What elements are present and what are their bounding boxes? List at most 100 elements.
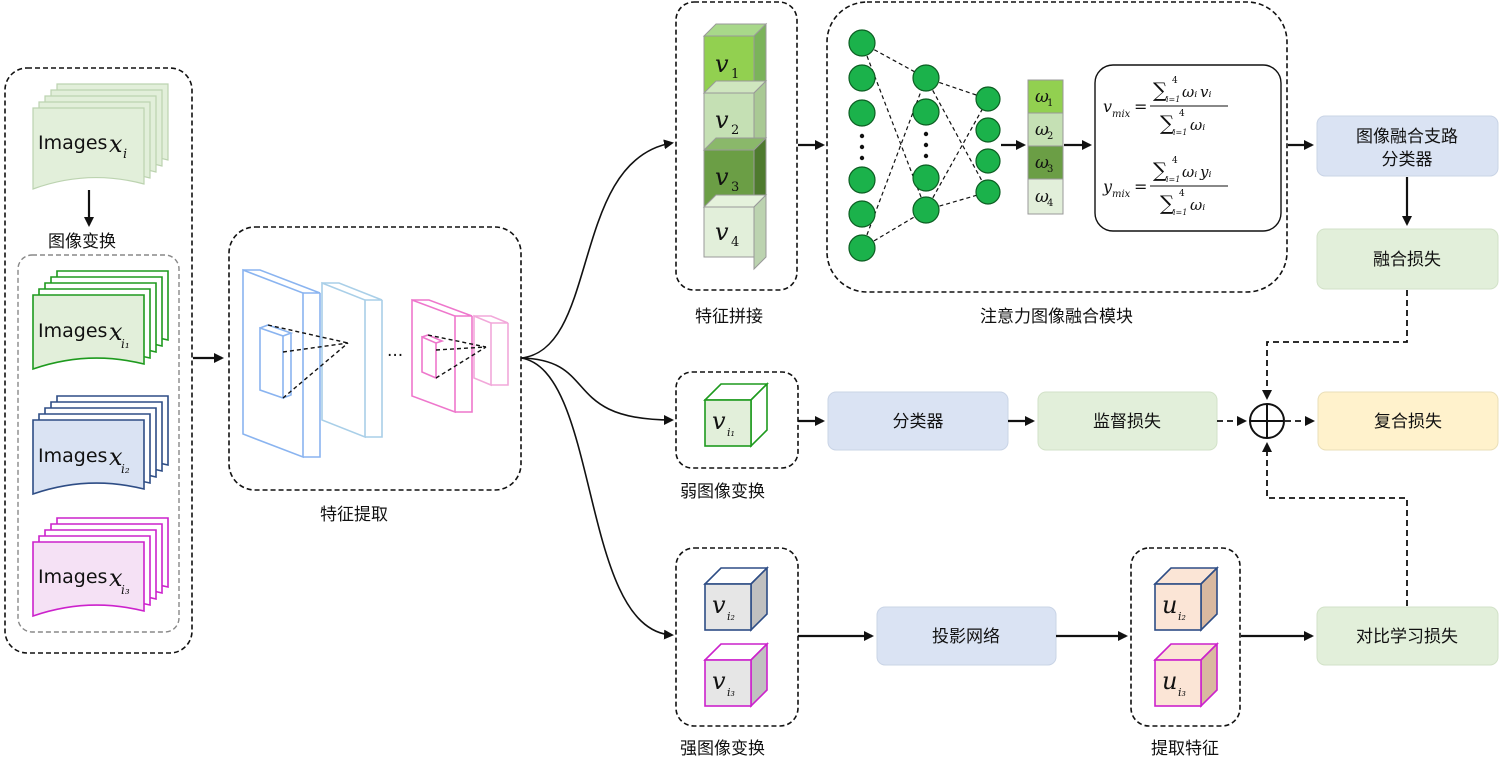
v2-sub: 2 [731, 123, 739, 138]
svg-text:v: v [1103, 97, 1112, 116]
feature-extract-panel [228, 226, 522, 491]
branch-curves [520, 139, 674, 640]
fusion-classifier-box [1316, 115, 1499, 177]
strong-feature-cube-2 [703, 566, 769, 632]
v1-sub: 1 [731, 67, 739, 82]
v-i3-symbol: v [712, 667, 726, 695]
v4-symbol: v [715, 218, 729, 246]
svg-text:4: 4 [1172, 76, 1178, 86]
images-var-3: x [109, 564, 123, 592]
u-i2-symbol: u [1162, 591, 1177, 619]
images-sub-2: i₂ [121, 462, 130, 476]
fusion-loss-box [1316, 228, 1499, 290]
svg-text:i=1: i=1 [1173, 208, 1187, 217]
u-i3-symbol: u [1162, 667, 1177, 695]
u-i2-sub: i₂ [1178, 610, 1186, 623]
image-stack-2: Images x i₂ [32, 395, 169, 496]
images-word-2: Images [38, 445, 107, 467]
svg-text:∑: ∑ [1160, 111, 1175, 135]
images-sub-1: i₁ [121, 337, 130, 351]
svg-text:mix: mix [1112, 189, 1131, 200]
svg-text:ωᵢ: ωᵢ [1182, 83, 1197, 101]
strong-feature-cube-3 [703, 642, 769, 708]
images-var: x [109, 130, 123, 158]
label-weak-transform: 弱图像变换 [680, 482, 765, 502]
supervised-loss-text: 监督损失 [1093, 412, 1161, 432]
label-attention-module: 注意力图像融合模块 [980, 307, 1133, 327]
svg-text:=: = [1134, 97, 1147, 116]
u-i3-sub: i₃ [1178, 686, 1186, 699]
v-i3-sub: i₃ [727, 686, 735, 699]
neural-net-ellipsis [859, 131, 929, 161]
projection-net-text: 投影网络 [932, 627, 1000, 647]
vmix-formula: v mix = ∑ i=1 4 ωᵢ vᵢ ∑ i=1 4 ωᵢ [1103, 76, 1228, 137]
label-extract-features: 提取特征 [1151, 739, 1219, 759]
label-image-transform: 图像变换 [48, 232, 116, 252]
svg-text:∑: ∑ [1153, 158, 1168, 182]
images-var-2: x [109, 443, 123, 471]
omega3-sub: 3 [1047, 164, 1053, 175]
svg-text:yᵢ: yᵢ [1199, 163, 1212, 181]
label-feature-concat: 特征拼接 [695, 307, 763, 327]
projected-cube-3 [1153, 642, 1219, 708]
images-word-1: Images [38, 320, 107, 342]
svg-text:ωᵢ: ωᵢ [1182, 163, 1197, 181]
arrow-fusion-loss-to-sum [1262, 290, 1408, 400]
cnn-projection-lines [267, 324, 487, 399]
composite-loss-box [1317, 391, 1499, 451]
fusion-loss-text: 融合损失 [1373, 250, 1441, 270]
omega4-sub: 4 [1047, 198, 1053, 209]
v-i2-sub: i₂ [727, 610, 735, 623]
contrastive-loss-box [1316, 606, 1499, 666]
v3-sub: 3 [731, 180, 739, 195]
augmented-images-box [17, 254, 180, 633]
images-var-1: x [109, 318, 123, 346]
svg-text:∑: ∑ [1153, 78, 1168, 102]
svg-text:y: y [1102, 177, 1113, 196]
images-word-3: Images [38, 566, 107, 588]
cnn-layers [242, 268, 509, 459]
svg-text:ωᵢ: ωᵢ [1190, 116, 1205, 134]
fusion-classifier-line1: 图像融合支路 [1356, 127, 1458, 147]
neural-net-nodes [848, 29, 1001, 262]
svg-text:i=1: i=1 [1166, 95, 1180, 104]
attention-module-panel [826, 1, 1288, 293]
image-stack-3: Images x i₃ [32, 517, 169, 618]
svg-text:vᵢ: vᵢ [1200, 83, 1212, 101]
v2-symbol: v [715, 106, 729, 134]
image-stack-original: Images x i [32, 83, 169, 190]
svg-text:i=1: i=1 [1173, 128, 1187, 137]
v1-symbol: v [715, 50, 729, 78]
image-stack-1: Images x i₁ [32, 270, 169, 371]
image-transform-panel [4, 67, 193, 654]
v-i1-symbol: v [712, 407, 726, 435]
svg-text:ωᵢ: ωᵢ [1190, 196, 1205, 214]
attention-weights [1027, 79, 1064, 215]
label-feature-extract: 特征提取 [320, 505, 388, 525]
v3-symbol: v [715, 163, 729, 191]
images-sub: i [123, 147, 127, 162]
mix-formula-box [1094, 64, 1282, 232]
arrow-contrastive-to-sum [1262, 442, 1408, 606]
v-i2-symbol: v [712, 591, 726, 619]
svg-text:∑: ∑ [1160, 191, 1175, 215]
svg-text:i=1: i=1 [1166, 175, 1180, 184]
images-sub-3: i₃ [121, 583, 130, 597]
weak-feature-cube [703, 382, 769, 448]
fusion-classifier-line2: 分类器 [1382, 150, 1433, 170]
svg-text:4: 4 [1172, 156, 1178, 166]
images-word: Images [38, 132, 107, 154]
v-i1-sub: i₁ [727, 426, 735, 439]
contrastive-loss-text: 对比学习损失 [1356, 627, 1458, 647]
label-strong-transform: 强图像变换 [680, 739, 765, 759]
omega3-symbol: ω [1035, 153, 1049, 173]
classifier-text: 分类器 [893, 412, 944, 432]
omega2-symbol: ω [1035, 120, 1049, 140]
omega4-symbol: ω [1035, 187, 1049, 207]
cnn-ellipsis: ··· [387, 346, 403, 366]
svg-text:4: 4 [1179, 109, 1185, 119]
projected-cube-2 [1153, 566, 1219, 632]
feature-concat-panel [675, 1, 798, 291]
sum-operator-icon [1249, 403, 1285, 439]
